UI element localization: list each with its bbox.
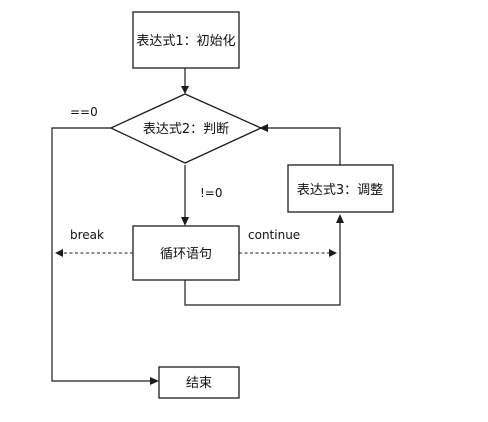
arrowhead-into-condition	[259, 124, 268, 132]
condition-label: 表达式2：判断	[143, 122, 229, 137]
update-box: 表达式3：调整	[287, 164, 394, 213]
arrowhead-break	[55, 249, 63, 257]
update-label: 表达式3：调整	[297, 183, 383, 198]
init-box: 表达式1：初始化	[132, 11, 240, 69]
end-label: 结束	[186, 376, 212, 391]
condition-diamond: 表达式2：判断	[109, 93, 263, 164]
init-label: 表达式1：初始化	[136, 34, 235, 49]
arrowhead-into-update	[336, 214, 344, 223]
false-branch-label: ==0	[70, 105, 98, 119]
loop-body-box: 循环语句	[132, 225, 240, 281]
arrowhead-condition-to-body	[181, 217, 189, 226]
loop-body-label: 循环语句	[160, 247, 212, 262]
true-branch-label: !=0	[200, 186, 223, 200]
line-body-to-update	[184, 222, 341, 306]
end-box: 结束	[158, 366, 240, 399]
arrowhead-init-to-condition	[181, 86, 189, 94]
arrowhead-continue	[329, 249, 337, 257]
break-label: break	[70, 228, 104, 242]
arrowhead-into-end	[150, 377, 159, 385]
line-condition-to-end	[51, 127, 151, 382]
continue-label: continue	[248, 228, 300, 242]
line-update-to-condition	[268, 127, 341, 180]
